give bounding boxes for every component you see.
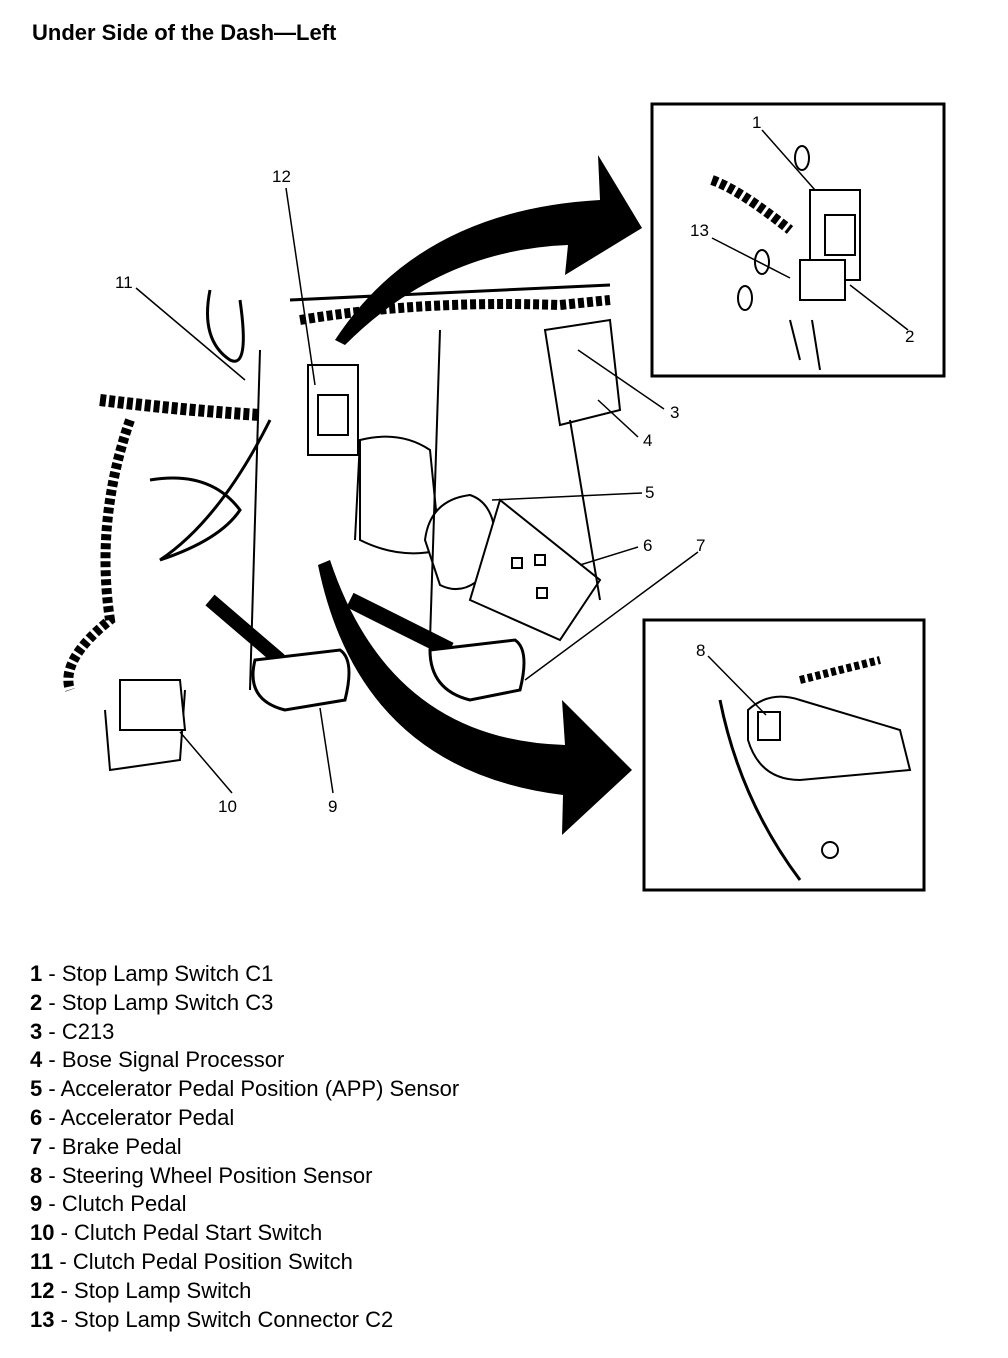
legend-number: 11 [30, 1248, 54, 1274]
legend-label: Clutch Pedal Position Switch [72, 1248, 353, 1274]
legend-label: Stop Lamp Switch C1 [61, 961, 274, 986]
dash-illustration: 1 2 3 4 5 6 7 8 9 10 11 12 13 [63, 102, 946, 892]
callout-7: 7 [696, 536, 705, 555]
legend-number: 5 [30, 1076, 43, 1102]
arrow-to-lower-inset [318, 560, 632, 835]
legend-number: 1 [30, 961, 43, 986]
arrow-to-upper-inset [335, 155, 642, 345]
callout-9: 9 [328, 797, 337, 816]
legend-item: 6 - Accelerator Pedal [30, 1104, 235, 1130]
legend-item: 3 - C213 [30, 1018, 115, 1044]
legend-item: 4 - Bose Signal Processor [30, 1047, 285, 1073]
legend-number: 3 [30, 1018, 43, 1044]
legend-label: Brake Pedal [61, 1133, 182, 1159]
legend-label: Stop Lamp Switch [74, 1277, 252, 1303]
legend-item: 10 - Clutch Pedal Start Switch [30, 1220, 323, 1246]
upper-inset [650, 102, 946, 378]
legend-label: Stop Lamp Switch Connector C2 [74, 1306, 394, 1332]
callout-8: 8 [696, 641, 705, 660]
legend-label: C213 [61, 1018, 115, 1044]
callout-labels: 1 2 3 4 5 6 7 8 9 10 11 12 13 [115, 113, 914, 816]
legend-item: 2 - Stop Lamp Switch C3 [30, 989, 274, 1015]
leader-lines [135, 129, 909, 794]
callout-11: 11 [115, 273, 133, 292]
callout-6: 6 [643, 536, 652, 555]
main-view [63, 283, 622, 772]
legend-number: 12 [30, 1277, 55, 1303]
legend-number: 8 [30, 1162, 43, 1188]
legend-item: 5 - Accelerator Pedal Position (APP) Sen… [30, 1076, 460, 1102]
callout-2: 2 [905, 327, 914, 346]
callout-1: 1 [752, 113, 761, 132]
legend-item: 13 - Stop Lamp Switch Connector C2 [30, 1306, 394, 1332]
legend-label: Steering Wheel Position Sensor [61, 1162, 373, 1188]
legend-item: 12 - Stop Lamp Switch [30, 1277, 252, 1303]
legend-number: 13 [30, 1306, 55, 1332]
legend-number: 9 [30, 1191, 43, 1217]
legend-list: 1 - Stop Lamp Switch C1 2 - Stop Lamp Sw… [30, 960, 459, 1334]
legend-item: 1 - Stop Lamp Switch C1 [30, 961, 274, 986]
legend-number: 2 [30, 989, 43, 1015]
legend-number: 4 [30, 1047, 43, 1073]
legend-label: Accelerator Pedal [60, 1104, 235, 1130]
callout-4: 4 [643, 431, 652, 450]
legend-number: 10 [30, 1220, 55, 1246]
callout-12: 12 [272, 167, 291, 186]
legend-label: Accelerator Pedal Position (APP) Sensor [60, 1076, 460, 1102]
legend-item: 11 - Clutch Pedal Position Switch [30, 1248, 353, 1274]
legend-label: Bose Signal Processor [61, 1047, 285, 1073]
legend-label: Stop Lamp Switch C3 [61, 989, 274, 1015]
diagram-title: Under Side of the Dash—Left [32, 20, 337, 45]
lower-inset [642, 618, 926, 892]
legend-label: Clutch Pedal Start Switch [74, 1220, 323, 1246]
callout-13: 13 [690, 221, 709, 240]
legend-item: 7 - Brake Pedal [30, 1133, 182, 1159]
legend-number: 6 [30, 1104, 43, 1130]
callout-10: 10 [218, 797, 237, 816]
callout-3: 3 [670, 403, 679, 422]
legend-label: Clutch Pedal [61, 1191, 187, 1217]
legend-number: 7 [30, 1133, 43, 1159]
callout-5: 5 [645, 483, 654, 502]
legend-item: 9 - Clutch Pedal [30, 1191, 187, 1217]
legend-item: 8 - Steering Wheel Position Sensor [30, 1162, 373, 1188]
